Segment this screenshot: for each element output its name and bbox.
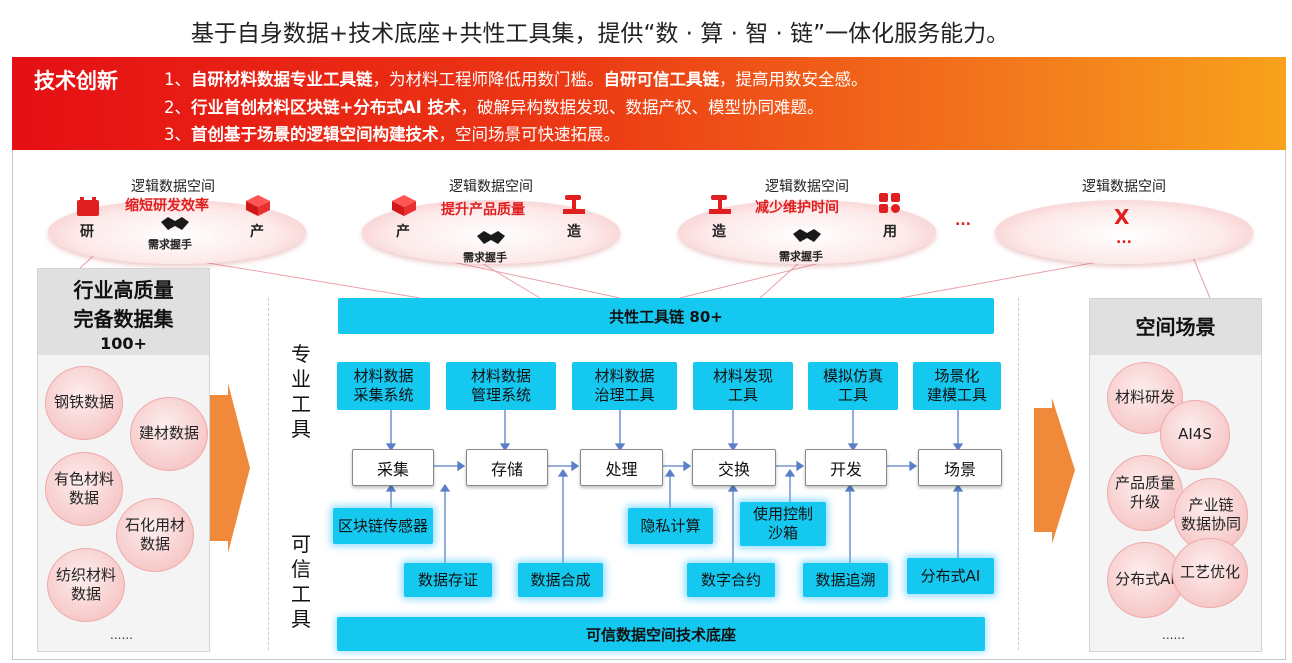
space-3-right: 用 [883, 224, 897, 240]
space-2-title: 逻辑数据空间 [449, 179, 533, 195]
tool-material-governance: 材料数据 治理工具 [572, 362, 677, 410]
scene-item: 分布式AI [1107, 542, 1183, 618]
tool-material-discovery: 材料发现 工具 [693, 362, 793, 410]
step-collect: 采集 [352, 449, 434, 486]
label-trusted-tools: 可信工具 [291, 532, 311, 631]
banner-title: 技术创新 [34, 69, 118, 93]
dataset-more: ...... [110, 628, 133, 642]
space-3-title: 逻辑数据空间 [765, 179, 849, 195]
scene-panel-title: 空间场景 [1090, 299, 1261, 355]
page-headline: 基于自身数据+技术底座+共性工具集，提供“数 · 算 · 智 · 链”一体化服务… [190, 21, 1010, 47]
trust-data-synthesis: 数据合成 [518, 563, 603, 597]
step-store: 存储 [466, 449, 548, 486]
common-tool-chain: 共性工具链 80+ [338, 298, 994, 334]
dataset-title-1: 行业高质量 [73, 278, 174, 302]
handshake-icon-3 [793, 229, 821, 242]
space-4-goal: X [1114, 205, 1130, 229]
handshake-icon [161, 217, 189, 230]
space-2-goal: 提升产品质量 [441, 202, 525, 218]
scene-more: ...... [1162, 628, 1185, 642]
space-1-handshake: 需求握手 [148, 238, 192, 251]
center-right-border [1018, 298, 1019, 650]
space-3-handshake: 需求握手 [779, 250, 823, 263]
trust-data-evidence: 数据存证 [404, 563, 492, 597]
tool-material-management: 材料数据 管理系统 [446, 362, 556, 410]
tool-scene-modeling: 场景化 建模工具 [913, 362, 1001, 410]
space-2-handshake: 需求握手 [463, 251, 507, 264]
banner-line-2: 2、行业首创材料区块链+分布式AI 技术，破解异构数据发现、数据产权、模型协同难… [164, 98, 824, 117]
research-icon [77, 197, 99, 216]
scene-item: AI4S [1160, 400, 1230, 470]
diagram-frame [12, 150, 1286, 660]
left-flow-arrow [205, 383, 250, 553]
space-1-title: 逻辑数据空间 [131, 179, 215, 195]
tool-material-collection: 材料数据 采集系统 [337, 362, 430, 410]
trust-privacy-computing: 隐私计算 [628, 508, 713, 544]
space-1-right: 产 [250, 224, 264, 240]
dataset-item: 纺织材料 数据 [47, 548, 125, 622]
scene-item: 工艺优化 [1172, 538, 1248, 608]
label-professional-tools: 专业工具 [291, 342, 311, 441]
step-exchange: 交换 [692, 449, 776, 486]
scene-item: 产品质量 升级 [1107, 455, 1183, 531]
banner-line-3: 3、首创基于场景的逻辑空间构建技术，空间场景可快速拓展。 [164, 125, 620, 144]
tool-simulation: 模拟仿真 工具 [808, 362, 898, 410]
trust-usage-control-sandbox: 使用控制 沙箱 [740, 502, 826, 546]
step-develop: 开发 [805, 449, 887, 486]
dataset-count: 100+ [100, 334, 147, 353]
robot-arm-icon-2 [709, 195, 731, 214]
space-4-title: 逻辑数据空间 [1082, 179, 1166, 195]
trust-digital-contract: 数字合约 [687, 563, 775, 597]
space-4-sub: ... [1116, 231, 1132, 247]
dataset-panel-header: 行业高质量 完备数据集 100+ [38, 269, 209, 355]
center-left-border [268, 298, 269, 650]
product-cube-icon-2 [392, 195, 416, 216]
innovation-banner: 技术创新 1、自研材料数据专业工具链，为材料工程师降低用数门槛。自研可信工具链，… [12, 57, 1286, 150]
handshake-icon-2 [477, 231, 505, 244]
step-process: 处理 [580, 449, 663, 486]
trust-blockchain-sensor: 区块链传感器 [333, 508, 433, 544]
apps-icon [879, 193, 900, 213]
space-1-left: 研 [80, 224, 94, 240]
banner-line-1: 1、自研材料数据专业工具链，为材料工程师降低用数门槛。自研可信工具链，提高用数安… [164, 70, 868, 89]
robot-arm-icon [563, 195, 585, 214]
dataset-item: 有色材料 数据 [45, 452, 123, 526]
space-1-goal: 缩短研发效率 [125, 198, 209, 214]
space-3-goal: 减少维护时间 [755, 200, 839, 216]
trust-distributed-ai: 分布式AI [907, 558, 994, 594]
space-2-left: 产 [396, 224, 410, 240]
logical-space-4 [995, 200, 1253, 264]
trusted-space-base: 可信数据空间技术底座 [337, 617, 985, 651]
step-scene: 场景 [918, 449, 1002, 486]
space-2-right: 造 [567, 224, 581, 240]
space-3-left: 造 [712, 224, 726, 240]
right-flow-arrow [1034, 398, 1075, 544]
trust-data-tracing: 数据追溯 [803, 563, 888, 597]
product-cube-icon [246, 195, 270, 216]
spaces-ellipsis: ... [955, 213, 971, 229]
dataset-item: 建材数据 [130, 397, 208, 471]
dataset-title-2: 完备数据集 [73, 307, 174, 331]
dataset-item: 石化用材 数据 [116, 498, 194, 572]
dataset-item: 钢铁数据 [45, 366, 123, 440]
